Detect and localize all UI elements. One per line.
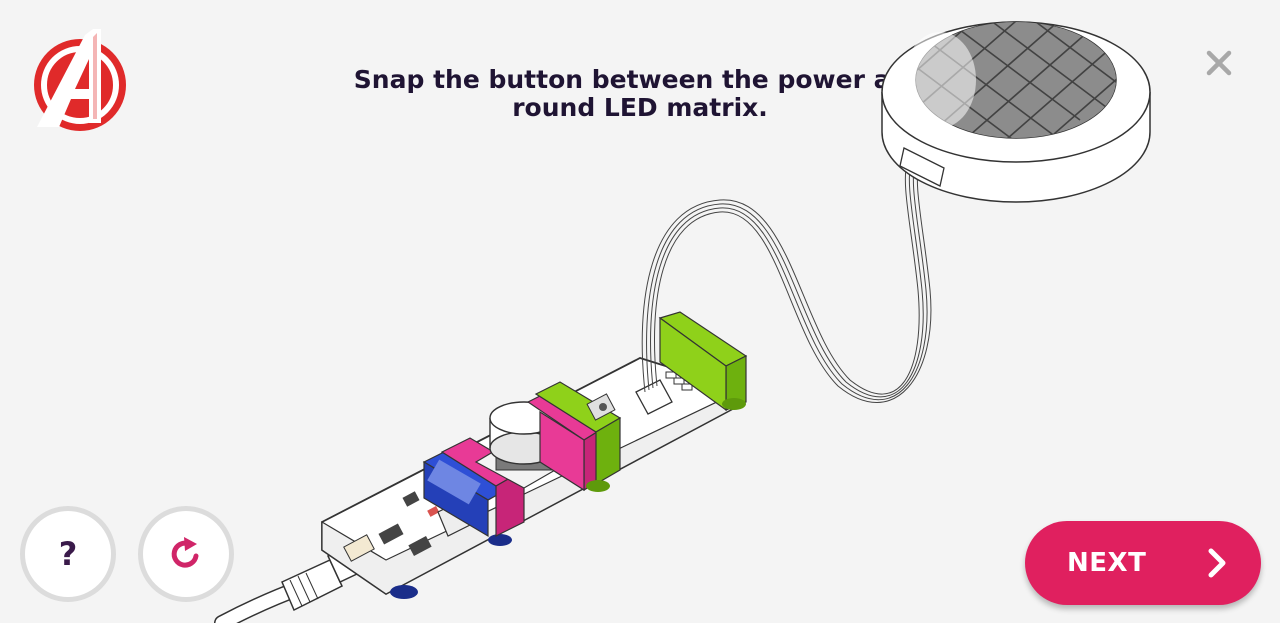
instruction-line-1: Snap the button between the power and <box>353 65 927 94</box>
round-led-matrix <box>881 21 1151 203</box>
refresh-icon <box>171 537 199 568</box>
instruction-line-2: round LED matrix. <box>512 93 768 122</box>
close-icon <box>1206 50 1232 76</box>
instruction-text: Snap the button between the power and ro… <box>340 66 940 122</box>
avengers-logo-icon <box>34 29 126 131</box>
close-button[interactable] <box>1200 44 1238 82</box>
question-mark-icon: ? <box>58 535 78 573</box>
ribbon-cable <box>641 159 932 403</box>
chevron-right-icon <box>1208 548 1226 578</box>
reset-button[interactable] <box>138 506 234 602</box>
avengers-logo <box>27 27 131 137</box>
help-button[interactable]: ? <box>20 506 116 602</box>
next-button[interactable]: NEXT <box>1025 521 1261 605</box>
next-button-label: NEXT <box>1067 548 1147 578</box>
